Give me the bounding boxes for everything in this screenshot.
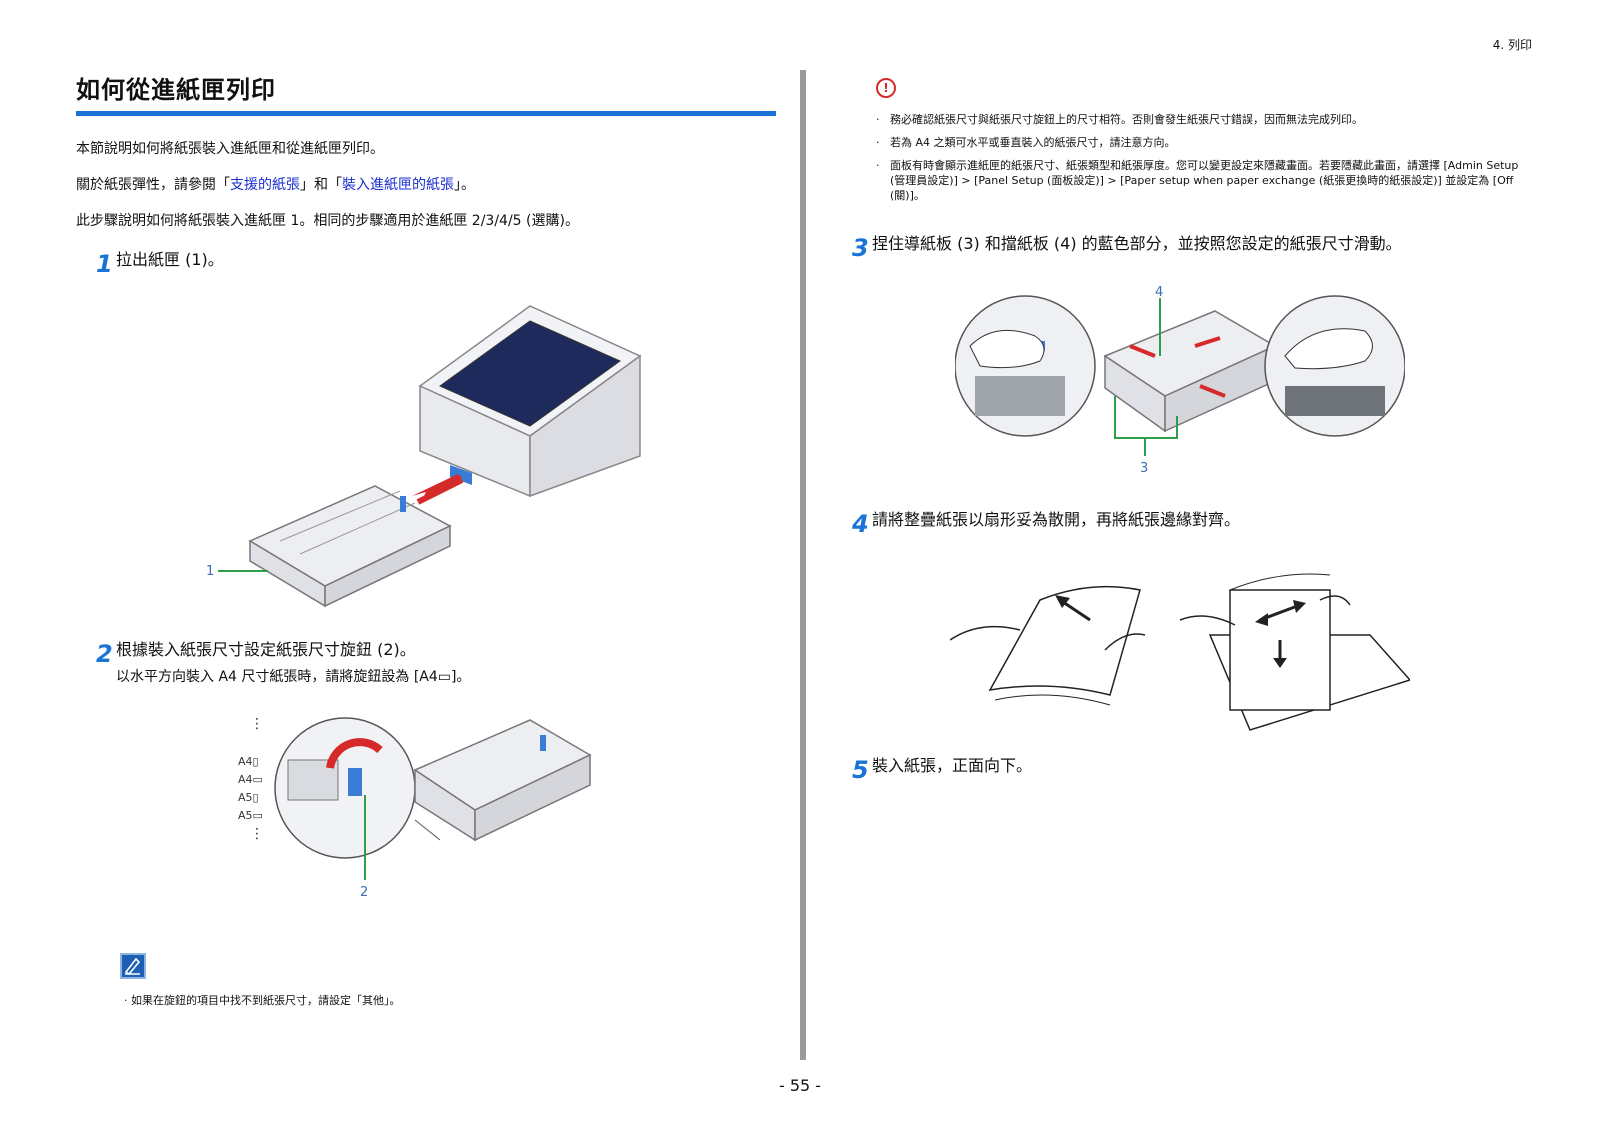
step-subtext: 以水平方向裝入 A4 尺寸紙張時，請將旋鈕設為 [A4▭]。 (116, 669, 471, 685)
intro-line-1: 本節說明如何將紙張裝入進紙匣和從進紙匣列印。 (76, 141, 384, 157)
chapter-label: 4. 列印 (1492, 38, 1532, 52)
caution-icon: ! (876, 78, 896, 98)
intro-line-2: 關於紙張彈性，請參閱「支援的紙張」和「裝入進紙匣的紙張」。 (76, 176, 776, 194)
caution-note: 務必確認紙張尺寸與紙張尺寸旋鈕上的尺寸相符。否則會發生紙張尺寸錯誤，因而無法完成… (876, 112, 1536, 127)
page-title: 如何從進紙匣列印 (76, 70, 776, 116)
page-number: - 55 - (778, 1076, 822, 1095)
callout-3: 3 (1140, 461, 1148, 476)
step-number: 1 (96, 250, 113, 278)
intro-suffix: 」。 (454, 177, 475, 193)
svg-text:⋮: ⋮ (250, 826, 264, 842)
link-load-paper[interactable]: 裝入進紙匣的紙張 (342, 177, 454, 193)
intro-mid: 」和「 (300, 177, 342, 193)
step-number: 2 (96, 640, 113, 668)
intro-prefix: 關於紙張彈性，請參閱「 (76, 177, 230, 193)
dial-label-a4-landscape: A4▭ (238, 773, 263, 786)
dial-label-a5-landscape: A5▭ (238, 809, 263, 822)
size-dial-illustration: ⋮ A4▯ A4▭ A5▯ A5▭ ⋮ 2 (238, 716, 592, 900)
memo-note: 如果在旋鈕的項目中找不到紙張尺寸，請設定「其他」。 (124, 992, 401, 1008)
callout-1: 1 (206, 564, 214, 579)
step-text: 拉出紙匣 (1)。 (116, 250, 224, 269)
paper-guide-illustration: 4 3 (955, 286, 1405, 476)
dial-label-a4-portrait: A4▯ (238, 755, 259, 768)
callout-2: 2 (360, 885, 368, 900)
caution-notes: 務必確認紙張尺寸與紙張尺寸旋鈕上的尺寸相符。否則會發生紙張尺寸錯誤，因而無法完成… (876, 112, 1536, 211)
intro-line-3: 此步驟說明如何將紙張裝入進紙匣 1。相同的步驟適用於進紙匣 2/3/4/5 (選… (76, 213, 579, 229)
dial-label-a5-portrait: A5▯ (238, 791, 259, 804)
printer-tray-illustration: 1 (206, 305, 642, 608)
left-column: 如何從進紙匣列印 本節說明如何將紙張裝入進紙匣和從進紙匣列印。 關於紙張彈性，請… (76, 70, 776, 230)
caution-note: 面板有時會顯示進紙匣的紙張尺寸、紙張類型和紙張厚度。您可以變更設定來隱藏畫面。若… (876, 158, 1536, 203)
callout-4: 4 (1155, 286, 1163, 300)
step-number: 5 (852, 756, 869, 784)
step-text: 裝入紙張，正面向下。 (872, 756, 1033, 775)
memo-icon (120, 953, 146, 979)
link-supported-paper[interactable]: 支援的紙張 (230, 177, 300, 193)
column-divider (800, 70, 806, 1060)
svg-text:⋮: ⋮ (250, 716, 264, 732)
fan-paper-illustration (950, 573, 1410, 731)
step-text: 捏住導紙板 (3) 和擋紙板 (4) 的藍色部分，並按照您設定的紙張尺寸滑動。 (872, 234, 1402, 253)
step-number: 4 (852, 510, 869, 538)
caution-note: 若為 A4 之類可水平或垂直裝入的紙張尺寸，請注意方向。 (876, 135, 1536, 150)
step-text: 根據裝入紙張尺寸設定紙張尺寸旋鈕 (2)。 (116, 640, 416, 659)
step-text: 請將整疊紙張以扇形妥為散開，再將紙張邊緣對齊。 (872, 510, 1241, 529)
step-number: 3 (852, 234, 869, 262)
intro: 本節說明如何將紙張裝入進紙匣和從進紙匣列印。 關於紙張彈性，請參閱「支援的紙張」… (76, 140, 776, 230)
